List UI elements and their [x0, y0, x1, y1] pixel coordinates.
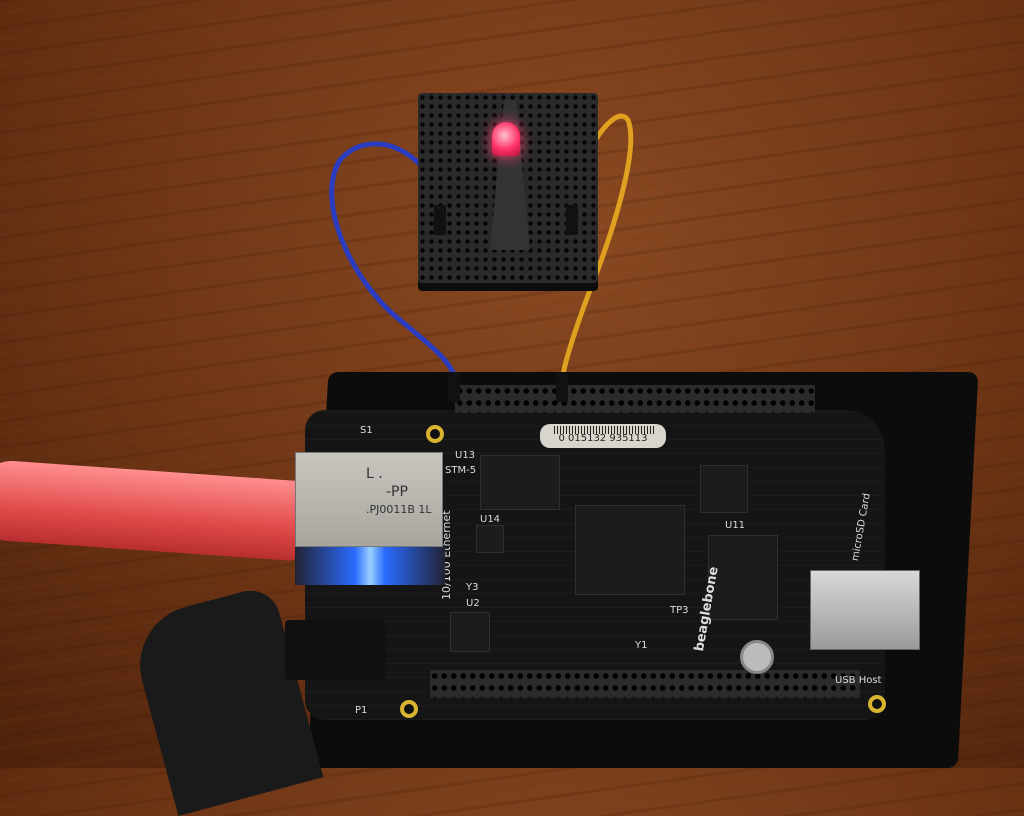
label-y3: Y3: [466, 582, 479, 593]
blue-wire: [329, 141, 458, 381]
header-p9: [455, 385, 815, 413]
label-u14: U14: [480, 514, 501, 525]
header-p8: [430, 670, 860, 698]
label-u11: U11: [725, 520, 746, 531]
capacitor: [740, 640, 774, 674]
rj45-line1: L .: [366, 466, 383, 482]
processor-chip: [575, 505, 685, 595]
label-s1: S1: [360, 425, 373, 436]
dc-barrel-jack: [285, 620, 385, 680]
yellow-wire-pin: [566, 205, 578, 235]
label-stm: STM-5: [445, 465, 477, 476]
mounting-hole: [426, 425, 444, 443]
mounting-hole: [400, 700, 418, 718]
barcode-label: 0 015132 935113: [540, 424, 666, 448]
hdmi-chip: [450, 612, 490, 652]
ram-chip: [480, 455, 560, 510]
status-led-glow: [295, 545, 445, 585]
label-p1: P1: [355, 705, 368, 716]
label-u2: U2: [466, 598, 480, 609]
header-pin-blue: [448, 372, 460, 402]
pmic-chip: [700, 465, 748, 513]
rj45-jack: L . -PP .PJ0011B 1L: [295, 452, 443, 547]
usb-host-port: [810, 570, 920, 650]
header-pin-yellow: [556, 372, 568, 402]
phy-chip: [476, 525, 504, 553]
mounting-hole: [868, 695, 886, 713]
rj45-line3: .PJ0011B 1L: [366, 503, 432, 516]
label-y1: Y1: [635, 640, 648, 651]
rj45-line2: -PP: [386, 484, 408, 500]
label-usb-host: USB Host: [835, 675, 882, 686]
label-tp3: TP3: [670, 605, 689, 616]
blue-wire-pin: [434, 205, 446, 235]
emmc-chip: [708, 535, 778, 620]
label-u13: U13: [455, 450, 476, 461]
red-led: [492, 122, 520, 156]
